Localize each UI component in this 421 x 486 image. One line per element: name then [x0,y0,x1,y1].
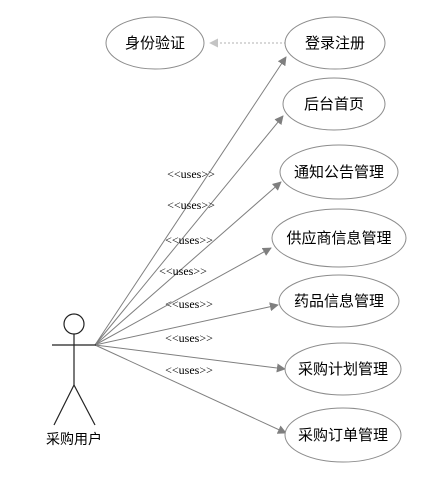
assoc-line-home [94,115,284,346]
use-case-include: 身份验证 [105,16,205,70]
use-case-login: 登录注册 [284,16,386,70]
use-case-label: 药品信息管理 [294,292,384,310]
use-case-oval [278,274,400,328]
assoc-line-plan [94,344,286,373]
use-case-label: 供应商信息管理 [286,229,391,247]
use-case-supplier: 供应商信息管理 [271,208,407,268]
use-case-label: 登录注册 [305,34,365,52]
assoc-line-drug [94,302,279,346]
use-case-label: 身份验证 [125,34,185,52]
uses-label-supplier: <<uses>> [159,264,207,278]
use-case-label: 后台首页 [304,95,364,113]
actor: 采购用户 [46,313,102,448]
use-case-oval [105,16,205,70]
uses-labels: <<uses>> <<uses>> <<uses>> <<uses>> <<us… [159,167,215,377]
use-case-home: 后台首页 [282,77,386,131]
actor-right-leg [73,384,96,426]
actor-left-leg [53,384,75,426]
actor-head [63,313,85,335]
association-lines [94,56,287,434]
assoc-line-order [94,344,287,434]
assoc-line-login [94,56,287,346]
use-case-label: 通知公告管理 [294,163,384,181]
use-case-oval [271,208,407,268]
use-case-plan: 采购计划管理 [284,342,402,396]
actor-label: 采购用户 [46,431,102,448]
uses-label-plan: <<uses>> [165,331,213,345]
uses-label-drug: <<uses>> [165,297,213,311]
assoc-line-notice [94,181,282,346]
use-case-notice: 通知公告管理 [279,144,399,200]
use-case-drug: 药品信息管理 [278,274,400,328]
use-case-label: 采购订单管理 [298,426,388,444]
use-case-oval [284,342,402,396]
use-case-oval [284,16,386,70]
use-case-oval [279,144,399,200]
use-case-order: 采购订单管理 [284,407,402,463]
uses-label-home: <<uses>> [167,198,215,212]
uses-label-login: <<uses>> [167,167,215,181]
uses-label-order: <<uses>> [165,363,213,377]
use-case-oval [282,77,386,131]
uses-label-notice: <<uses>> [165,233,213,247]
use-case-label: 采购计划管理 [298,360,388,378]
assoc-line-supplier [94,247,272,346]
use-case-oval [284,407,402,463]
